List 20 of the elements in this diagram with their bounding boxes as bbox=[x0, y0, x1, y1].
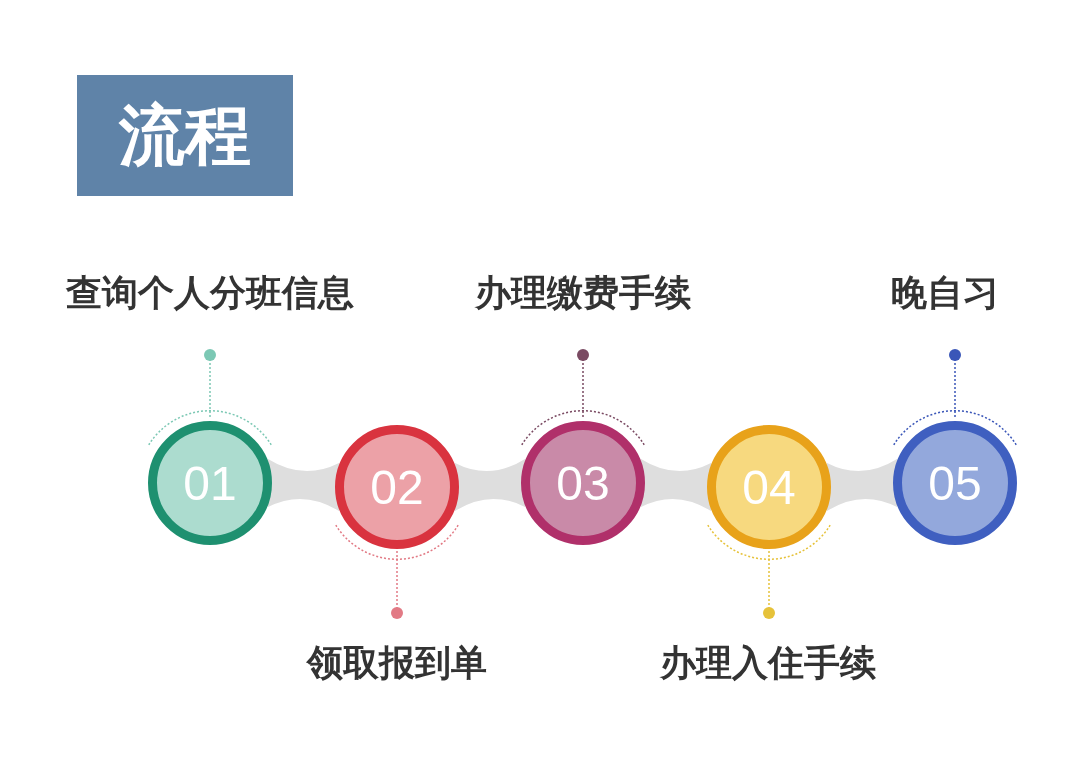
leader-line bbox=[391, 550, 403, 619]
connector-band bbox=[268, 459, 339, 511]
leader-line bbox=[204, 349, 216, 420]
step-label: 办理缴费手续 bbox=[475, 270, 691, 314]
step-label: 办理入住手续 bbox=[660, 640, 876, 684]
step-circle: 05 bbox=[893, 421, 1017, 545]
connector-band bbox=[827, 459, 897, 511]
leader-line bbox=[763, 550, 775, 619]
leader-line bbox=[949, 349, 961, 420]
connector-band bbox=[641, 459, 711, 511]
title-box: 流程 bbox=[77, 75, 293, 196]
step-circle: 01 bbox=[148, 421, 272, 545]
connector-band bbox=[455, 459, 525, 511]
step-label: 晚自习 bbox=[891, 270, 999, 314]
step-label: 领取报到单 bbox=[307, 640, 487, 684]
step-circle: 04 bbox=[707, 425, 831, 549]
leader-line bbox=[577, 349, 589, 420]
step-circle: 02 bbox=[335, 425, 459, 549]
step-circle: 03 bbox=[521, 421, 645, 545]
step-label: 查询个人分班信息 bbox=[66, 270, 354, 314]
